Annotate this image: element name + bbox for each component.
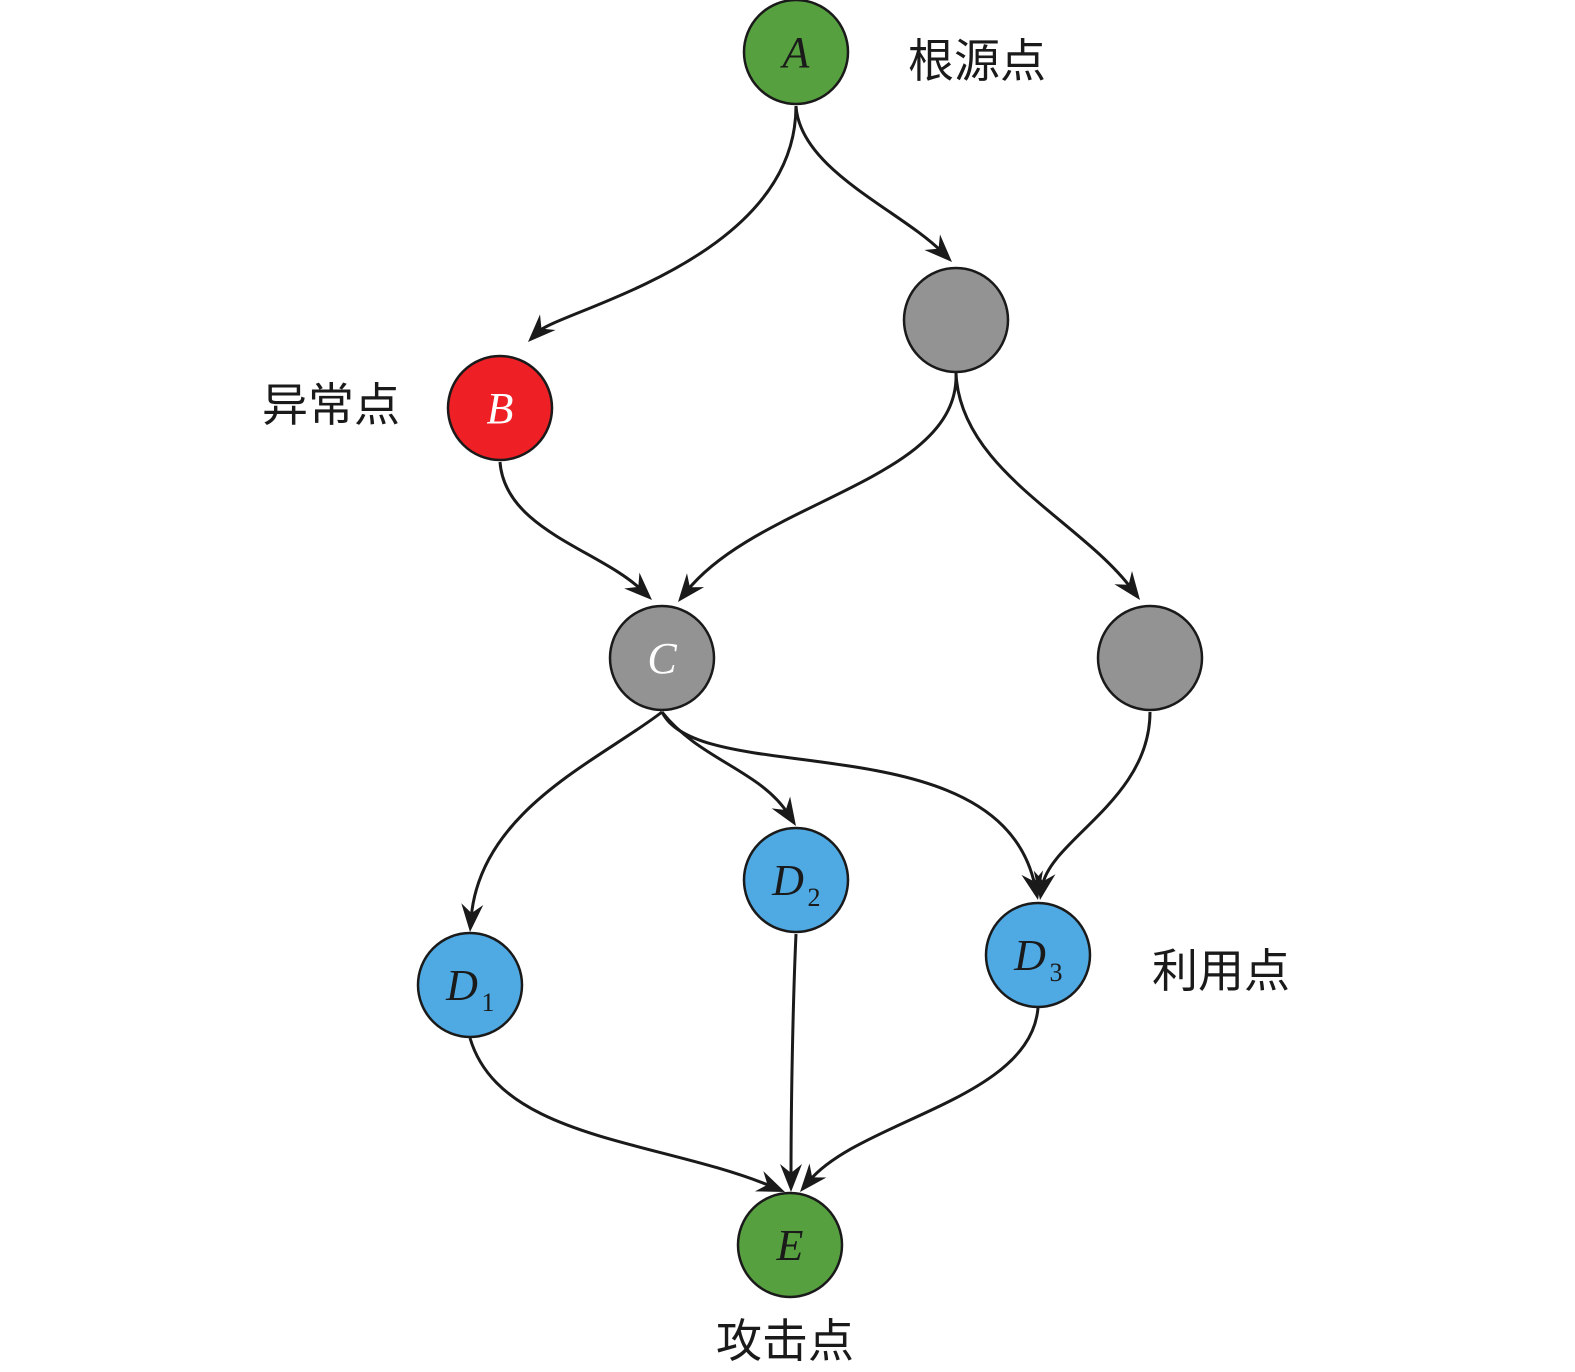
edge-a-g1 bbox=[794, 105, 944, 254]
edge-c-d3 bbox=[660, 711, 1037, 887]
edge-d3-e bbox=[807, 1007, 1040, 1183]
exploit-point-label: 利用点 bbox=[1152, 944, 1290, 998]
attack-point-label: 攻击点 bbox=[716, 1314, 854, 1368]
node-label-d2: D bbox=[771, 856, 804, 905]
node-e: E bbox=[736, 1191, 844, 1299]
node-circle-d1 bbox=[416, 931, 524, 1039]
arrowhead-b-c bbox=[624, 572, 652, 600]
arrowhead-d2-e bbox=[780, 1164, 802, 1192]
node-circle-a bbox=[742, 0, 850, 106]
arrowhead-g1-g2 bbox=[1114, 571, 1140, 600]
arrowhead-c-d1 bbox=[461, 903, 484, 932]
node-subscript-d2: 2 bbox=[808, 883, 821, 912]
arrowhead-a-g1 bbox=[924, 234, 952, 262]
node-label-e: E bbox=[776, 1221, 804, 1270]
root-point-label: 根源点 bbox=[908, 34, 1046, 88]
node-label-a: A bbox=[780, 28, 811, 77]
arrowhead-g2-d3 bbox=[1033, 870, 1056, 900]
node-subscript-d3: 3 bbox=[1050, 958, 1063, 987]
arrowhead-d3-e bbox=[800, 1163, 827, 1192]
edge-g2-d3 bbox=[1040, 711, 1152, 887]
arrowhead-a-b bbox=[528, 314, 556, 342]
arrowhead-d1-e bbox=[754, 1171, 785, 1192]
edge-g1-c bbox=[685, 372, 958, 593]
edge-d2-e bbox=[789, 933, 798, 1179]
node-subscript-d1: 1 bbox=[482, 988, 495, 1017]
node-circle-d3 bbox=[984, 901, 1092, 1009]
node-g2 bbox=[1096, 604, 1204, 712]
node-circle-d2 bbox=[742, 826, 850, 934]
node-label-c: C bbox=[647, 634, 677, 683]
node-circle-g1 bbox=[902, 266, 1010, 374]
node-b: B bbox=[446, 354, 554, 462]
node-circle-b bbox=[446, 354, 554, 462]
node-label-d1: D bbox=[445, 961, 478, 1010]
edge-c-d2 bbox=[660, 711, 790, 816]
node-circle-e bbox=[736, 1191, 844, 1299]
node-label-d3: D bbox=[1013, 931, 1046, 980]
anomaly-point-label: 异常点 bbox=[262, 378, 400, 432]
edge-b-c bbox=[498, 461, 643, 592]
edge-a-b bbox=[536, 105, 798, 334]
node-circle-c bbox=[608, 604, 716, 712]
arrowhead-g1-c bbox=[678, 573, 705, 602]
node-circle-g2 bbox=[1096, 604, 1204, 712]
edge-g1-g2 bbox=[954, 372, 1133, 590]
node-a: A bbox=[742, 0, 850, 106]
node-label-b: B bbox=[487, 384, 514, 433]
arrowhead-c-d2 bbox=[771, 796, 796, 826]
edges-layer bbox=[461, 105, 1152, 1192]
edge-c-d1 bbox=[469, 710, 663, 919]
node-c: C bbox=[608, 604, 716, 712]
edge-d1-e bbox=[468, 1037, 773, 1189]
node-g1 bbox=[902, 266, 1010, 374]
